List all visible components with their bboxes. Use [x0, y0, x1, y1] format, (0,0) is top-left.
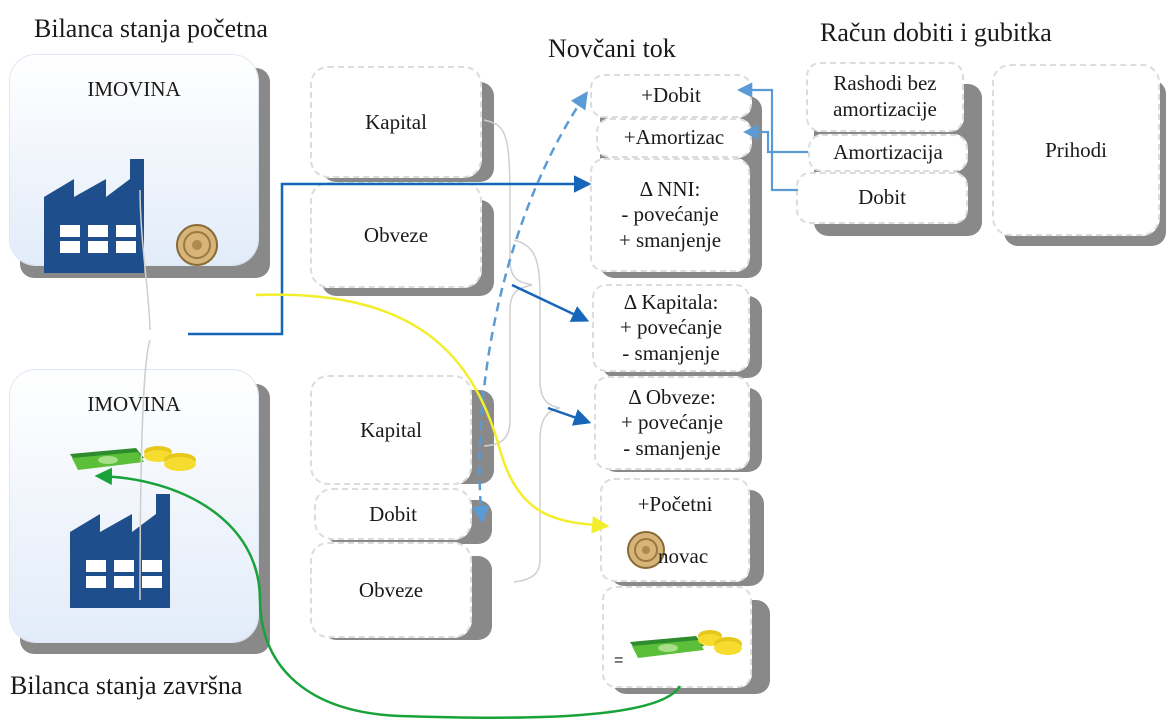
cf-capital-increase: + povećanje [619, 315, 723, 340]
factory-icon [70, 494, 170, 608]
opening-liabilities-box: Obveze [310, 182, 482, 288]
coins-icon [144, 446, 196, 471]
cf-amortization-box: +Amortizac [596, 118, 752, 158]
is-expenses-line1: Rashodi bez [833, 71, 937, 96]
capital-brace [483, 119, 533, 447]
is-profit-connector [736, 82, 798, 192]
closing-profit-box: Dobit [314, 488, 472, 540]
is-amortization-connector [742, 124, 808, 154]
opening-balance-heading: Bilanca stanja početna [34, 14, 268, 43]
cf-total-box [602, 586, 752, 688]
is-revenue-box: Prihodi [992, 64, 1160, 236]
cash-bill-icon [630, 636, 704, 658]
cf-capital-title: Δ Kapitala: [623, 289, 719, 314]
cf-nni-title: Δ NNI: [639, 176, 701, 201]
nni-flow-arrow [188, 175, 592, 336]
cf-nni-decrease: + smanjenje [618, 227, 722, 252]
cf-initial-cash-novac: novac [658, 544, 709, 568]
cf-liabilities-increase: + povećanje [620, 410, 724, 435]
closing-liabilities-box: Obveze [310, 542, 472, 638]
cf-nni-box: Δ NNI: - povećanje + smanjenje [590, 158, 750, 272]
equals-sign: = [614, 652, 624, 669]
cf-capital-box: Δ Kapitala: + povećanje - smanjenje [592, 284, 750, 372]
closing-capital-box: Kapital [310, 375, 472, 485]
initial-cash-arrow [255, 293, 610, 534]
coins-icon [698, 630, 742, 655]
cf-liabilities-title: Δ Obveze: [628, 384, 716, 409]
capital-change-arrow [511, 283, 590, 322]
closing-assets-label: IMOVINA [87, 392, 181, 416]
income-statement-heading: Račun dobiti i gubitka [820, 18, 1052, 47]
cf-profit-box: +Dobit [590, 74, 752, 118]
cf-initial-cash-box: +Početni novac [600, 478, 750, 582]
cash-flow-heading: Novčani tok [548, 34, 676, 63]
is-profit-box: Dobit [796, 172, 968, 224]
is-expenses-line2: amortizacije [833, 97, 937, 121]
cf-liabilities-box: Δ Obveze: + povećanje - smanjenje [594, 376, 750, 470]
closing-assets-box: IMOVINA [10, 370, 258, 642]
cash-bill-icon [70, 448, 144, 470]
factory-icon [44, 159, 144, 273]
cf-liabilities-decrease: - smanjenje [623, 435, 721, 460]
gold-coin-icon [627, 531, 665, 569]
opening-assets-label: IMOVINA [87, 77, 181, 101]
closing-cash-arrow [94, 467, 682, 720]
closing-bracket [139, 339, 151, 601]
liabilities-change-arrow [547, 406, 592, 426]
cf-initial-cash-label: +Početni [637, 492, 713, 516]
cf-capital-decrease: - smanjenje [622, 340, 720, 365]
cf-nni-increase: - povećanje [621, 202, 719, 227]
opening-assets-box: IMOVINA [10, 55, 258, 273]
closing-balance-heading: Bilanca stanja završna [10, 671, 243, 700]
is-amortization-box: Amortizacija [808, 134, 968, 172]
profit-dashed-arrow [471, 91, 588, 524]
is-expenses-box: Rashodi bez amortizacije [806, 62, 964, 132]
opening-bracket [139, 189, 151, 331]
gold-coin-icon [176, 224, 218, 266]
